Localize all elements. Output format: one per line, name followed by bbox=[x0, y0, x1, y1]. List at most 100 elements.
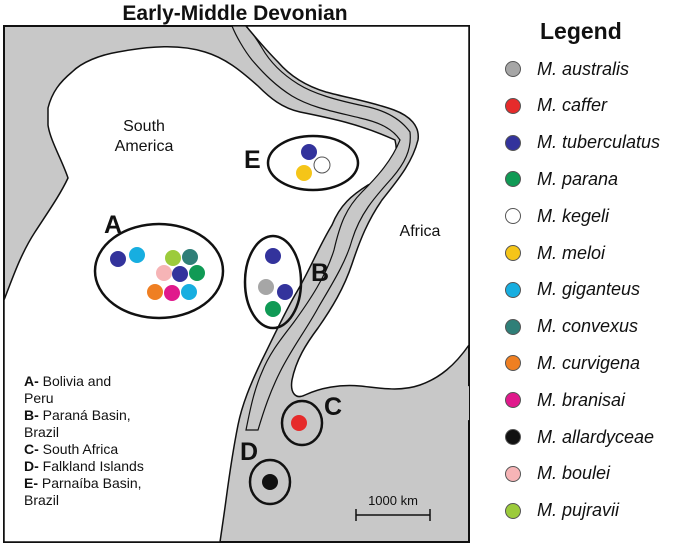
legend-label: M. australis bbox=[537, 58, 630, 79]
legend-label: M. allardyceae bbox=[537, 426, 655, 447]
legend-label: M. caffer bbox=[537, 95, 608, 116]
occurrence-dot-B bbox=[277, 284, 293, 300]
legend-item: M. allardyceae bbox=[505, 424, 654, 450]
region-key-name: Brazil bbox=[24, 492, 60, 508]
region-B-ellipse bbox=[243, 234, 303, 330]
south-america-label-line2: America bbox=[115, 138, 174, 155]
region-A-letter: A bbox=[104, 211, 122, 239]
occurrence-dot-A bbox=[181, 284, 197, 300]
region-key-name: Peru bbox=[24, 390, 54, 406]
legend-swatch bbox=[505, 502, 521, 519]
region-key-name: Parnaíba Basin, bbox=[41, 475, 142, 491]
africa-coast-band bbox=[231, 25, 411, 431]
occurrence-dot-B bbox=[265, 248, 281, 264]
legend-item: M. convexus bbox=[505, 314, 638, 340]
region-key-name: Brazil bbox=[24, 424, 60, 440]
region-key-line: B- Paraná Basin, bbox=[24, 407, 174, 424]
occurrence-dot-E bbox=[296, 165, 312, 181]
region-key-line: A- Bolivia and bbox=[24, 373, 174, 390]
south-america-label-line1: South bbox=[123, 118, 165, 135]
paleogeographic-map: A B C D E South America Africa 1000 km bbox=[3, 25, 470, 543]
region-key-code: C- bbox=[24, 441, 39, 457]
occurrence-dot-A bbox=[129, 247, 145, 263]
legend-label: M. meloi bbox=[537, 242, 606, 263]
legend-item: M. australis bbox=[505, 56, 629, 82]
legend-item: M. curvigena bbox=[505, 350, 640, 376]
legend-swatch bbox=[505, 281, 521, 298]
legend-item: M. branisai bbox=[505, 387, 625, 413]
map-title: Early-Middle Devonian bbox=[122, 2, 348, 25]
legend-label: M. tuberculatus bbox=[537, 132, 661, 153]
legend-swatch bbox=[505, 245, 521, 261]
region-D-letter: D bbox=[240, 438, 258, 466]
scale-label: 1000 km bbox=[368, 493, 418, 508]
region-key-line: Peru bbox=[24, 390, 174, 407]
occurrence-dot-A bbox=[172, 266, 188, 282]
legend-swatch bbox=[505, 134, 521, 151]
legend-swatch bbox=[505, 171, 521, 188]
legend-label: M. branisai bbox=[537, 389, 626, 410]
legend-title: Legend bbox=[540, 18, 622, 44]
region-key-line: Brazil bbox=[24, 424, 174, 441]
region-key-name: Paraná Basin, bbox=[42, 407, 131, 423]
region-key-name: Bolivia and bbox=[42, 373, 112, 389]
region-E-ellipse bbox=[266, 134, 360, 192]
occurrence-dot-A bbox=[147, 284, 163, 300]
region-B-letter: B bbox=[311, 259, 329, 287]
region-C-letter: C bbox=[324, 393, 342, 421]
legend-item: M. parana bbox=[505, 166, 618, 192]
legend-swatch bbox=[505, 355, 521, 372]
region-key-line: D- Falkland Islands bbox=[24, 458, 174, 475]
occurrence-dot-E bbox=[301, 144, 317, 160]
scale-bar: 1000 km bbox=[355, 493, 431, 521]
occurrence-dot-A bbox=[189, 265, 205, 281]
legend-swatch bbox=[505, 208, 521, 225]
occurrence-dot-B bbox=[265, 301, 281, 317]
occurrence-dot-C bbox=[291, 415, 307, 431]
legend-swatch bbox=[505, 318, 521, 335]
legend-item: M. boulei bbox=[505, 461, 610, 487]
legend-item: M. caffer bbox=[505, 93, 607, 119]
legend-label: M. kegeli bbox=[537, 205, 610, 226]
region-key-name: South Africa bbox=[42, 441, 119, 457]
region-D-ellipse bbox=[248, 458, 292, 506]
region-key-code: B- bbox=[24, 407, 39, 423]
legend-swatch bbox=[505, 392, 521, 409]
region-key-line: Brazil bbox=[24, 492, 174, 509]
occurrence-dot-A bbox=[110, 251, 126, 267]
occurrence-dot-E bbox=[313, 156, 331, 174]
legend-label: M. parana bbox=[537, 168, 619, 189]
occurrence-dot-B bbox=[258, 279, 274, 295]
legend-swatch bbox=[505, 429, 521, 445]
legend-item: M. tuberculatus bbox=[505, 130, 660, 156]
legend-item: M. giganteus bbox=[505, 277, 640, 303]
occurrence-dot-A bbox=[164, 285, 180, 301]
occurrence-dot-D bbox=[262, 474, 278, 490]
legend-label: M. pujravii bbox=[537, 500, 620, 521]
occurrence-dots bbox=[110, 144, 331, 490]
legend-label: M. boulei bbox=[537, 463, 611, 484]
legend-swatch bbox=[505, 465, 521, 482]
legend-item: M. pujravii bbox=[505, 498, 619, 524]
legend-item: M. meloi bbox=[505, 240, 605, 266]
region-key-line: E- Parnaíba Basin, bbox=[24, 475, 174, 492]
region-A-ellipse bbox=[93, 222, 225, 320]
legend-swatch bbox=[505, 97, 521, 114]
southern-shelf bbox=[300, 386, 469, 430]
occurrence-dot-A bbox=[165, 250, 181, 266]
legend-label: M. convexus bbox=[537, 316, 639, 337]
legend-item: M. kegeli bbox=[505, 203, 609, 229]
region-key-line: C- South Africa bbox=[24, 441, 174, 458]
legend-swatch bbox=[505, 61, 521, 77]
region-key-code: A- bbox=[24, 373, 39, 389]
africa-landmass bbox=[244, 25, 470, 398]
region-key-code: E- bbox=[24, 475, 38, 491]
region-E-letter: E bbox=[244, 146, 261, 174]
africa-label: Africa bbox=[400, 223, 441, 240]
occurrence-dot-A bbox=[182, 249, 198, 265]
region-key-name: Falkland Islands bbox=[42, 458, 144, 474]
region-C-ellipse bbox=[280, 399, 324, 447]
legend-label: M. giganteus bbox=[537, 279, 641, 300]
occurrence-dot-A bbox=[156, 265, 172, 281]
